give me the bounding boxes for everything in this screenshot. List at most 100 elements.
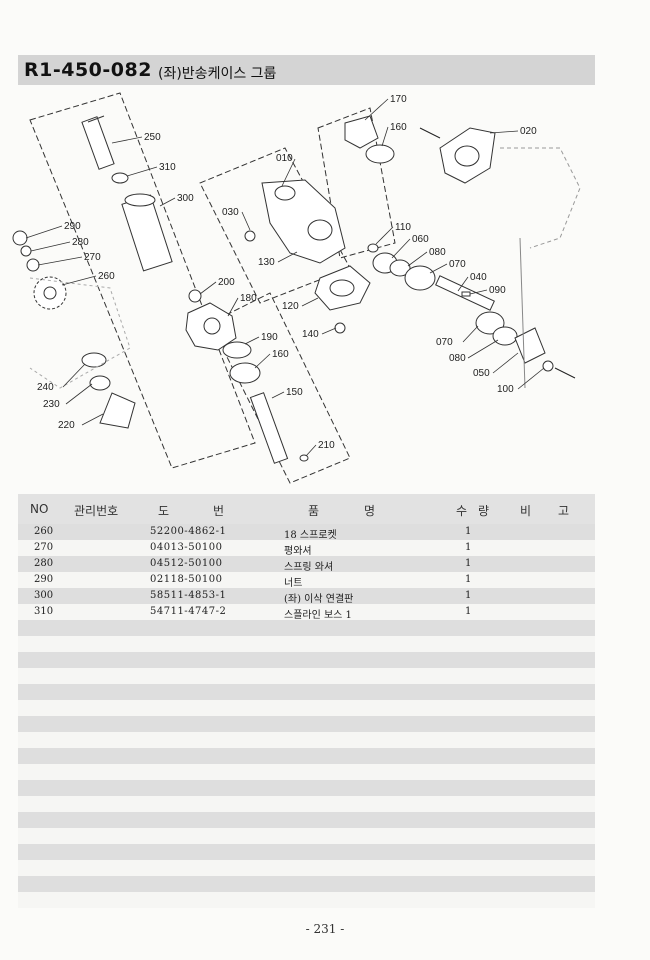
table-row — [18, 732, 595, 748]
bearing-160b — [229, 362, 261, 384]
table-row — [18, 700, 595, 716]
section-header: R1-450-082 (좌)반송케이스 그룹 — [18, 55, 595, 85]
spline-shaft-250 — [81, 115, 115, 170]
table-row — [18, 636, 595, 652]
boss-310 — [111, 172, 129, 184]
callout-070-low: 070 — [436, 337, 453, 348]
table-row — [18, 620, 595, 636]
group-title: (좌)반송케이스 그룹 — [158, 66, 277, 82]
callout-080: 080 — [429, 247, 446, 258]
row-quantity: 1 — [465, 590, 472, 601]
row-quantity: 1 — [465, 542, 472, 553]
callout-280: 280 — [72, 237, 89, 248]
callout-110: 110 — [395, 222, 411, 233]
sprocket-260 — [33, 276, 67, 310]
callout-160-mid: 160 — [272, 349, 289, 360]
callout-080-low: 080 — [449, 353, 466, 364]
row-part-name: (좌) 이삭 연결판 — [284, 594, 354, 605]
callout-210: 210 — [318, 440, 335, 451]
header-no: NO — [30, 502, 49, 516]
seal-240 — [81, 352, 107, 368]
header-bi: 비 — [520, 504, 532, 518]
callout-010: 010 — [276, 153, 293, 164]
callout-160-top: 160 — [390, 122, 407, 133]
table-row — [18, 892, 595, 908]
bearing-230 — [89, 375, 111, 391]
callout-060: 060 — [412, 234, 429, 245]
bolt-030 — [244, 230, 256, 242]
header-beon: 번 — [213, 504, 225, 518]
pin-110 — [367, 243, 379, 253]
callout-150: 150 — [286, 387, 303, 398]
seal-190 — [222, 341, 252, 359]
table-row: 300 58511-4853-1 (좌) 이삭 연결판 1 — [18, 588, 595, 605]
row-part-name: 너트 — [284, 578, 303, 589]
cover-020 — [439, 127, 496, 184]
callout-190: 190 — [261, 332, 278, 343]
callout-020: 020 — [520, 126, 537, 137]
nut-290 — [12, 230, 28, 246]
row-quantity: 1 — [465, 574, 472, 585]
table-row — [18, 684, 595, 700]
exploded-parts-diagram: 170 160 250 310 300 010 020 030 290 280 … — [0, 88, 650, 488]
callout-100: 100 — [497, 384, 514, 395]
callout-070: 070 — [449, 259, 466, 270]
row-part-number: 04512-50100 — [150, 558, 223, 569]
table-header: NO 관리번호 도 번 품 명 수 량 비 고 — [18, 494, 595, 524]
nut-200 — [188, 289, 202, 303]
row-part-name: 평와셔 — [284, 546, 312, 557]
bolt-140 — [334, 322, 346, 334]
bearing-160a — [365, 144, 395, 164]
callout-290: 290 — [64, 221, 81, 232]
callout-300: 300 — [177, 193, 194, 204]
row-no: 260 — [34, 526, 54, 537]
row-part-number: 54711-4747-2 — [150, 606, 227, 617]
row-part-number: 58511-4853-1 — [150, 590, 227, 601]
table-row — [18, 780, 595, 796]
callout-240: 240 — [37, 382, 54, 393]
table-row — [18, 796, 595, 812]
gear-170 — [344, 115, 379, 149]
table-row — [18, 828, 595, 844]
header-su: 수 — [456, 504, 468, 518]
header-mgmt: 관리번호 — [74, 504, 119, 518]
callout-050: 050 — [473, 368, 490, 379]
header-ryang: 량 — [478, 504, 490, 518]
flange-120 — [314, 265, 371, 311]
callout-250: 250 — [144, 132, 161, 143]
flange-220 — [99, 392, 136, 429]
group-code: R1-450-082 — [24, 59, 152, 81]
callout-260: 260 — [98, 271, 115, 282]
callout-120: 120 — [282, 301, 299, 312]
callout-170: 170 — [390, 94, 407, 105]
row-quantity: 1 — [465, 606, 472, 617]
bearing-070b — [475, 311, 505, 335]
case-010 — [261, 179, 346, 264]
row-part-number: 04013-50100 — [150, 542, 223, 553]
row-part-name: 스플라인 보스 1 — [284, 610, 352, 621]
page-number: - 231 - — [305, 922, 345, 936]
table-row — [18, 860, 595, 876]
nut-100 — [542, 360, 554, 372]
washer-270 — [26, 258, 40, 272]
callout-270: 270 — [84, 252, 101, 263]
callout-090: 090 — [489, 285, 506, 296]
key-090 — [461, 291, 471, 297]
callout-200: 200 — [218, 277, 235, 288]
callout-220: 220 — [58, 420, 75, 431]
row-part-name: 18 스프로켓 — [284, 530, 337, 541]
table-row — [18, 652, 595, 668]
callout-140: 140 — [302, 329, 319, 340]
callout-130: 130 — [258, 257, 275, 268]
header-do: 도 — [158, 504, 170, 518]
table-row — [18, 844, 595, 860]
frame-left — [29, 92, 256, 469]
table-row — [18, 764, 595, 780]
row-no: 300 — [34, 590, 54, 601]
header-myeong: 명 — [364, 504, 376, 518]
